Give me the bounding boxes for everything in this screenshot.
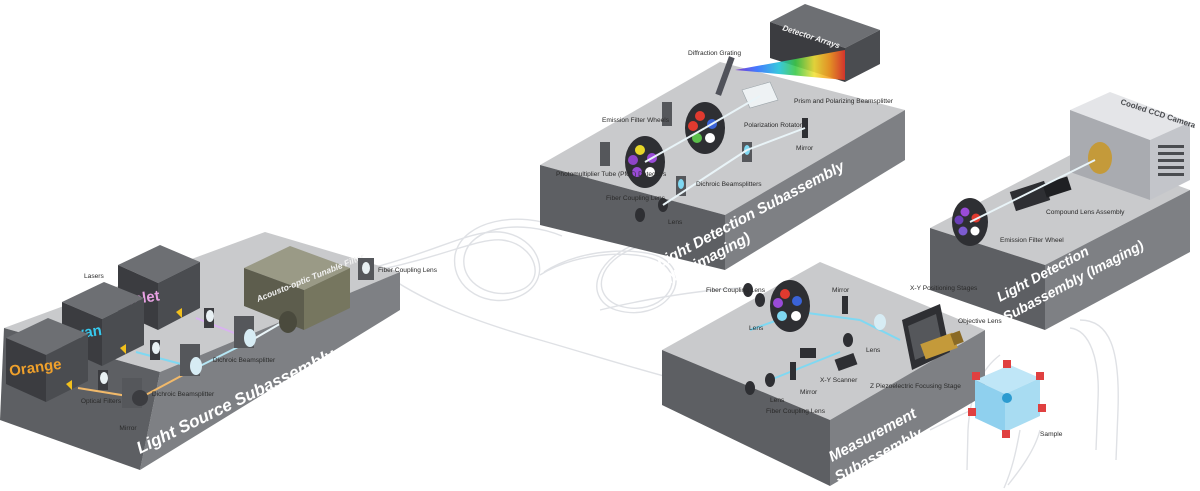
label-z-piezo: Z Piezoelectric Focusing Stage	[870, 383, 961, 390]
label-lens-1: Lens	[749, 325, 764, 332]
label-fiber-coupling-lens-top: Fiber Coupling Lens	[706, 287, 766, 294]
beam-imaging	[969, 159, 1096, 223]
label-lens-3: Lens	[770, 397, 785, 404]
platform-front	[140, 272, 400, 470]
sample-cube	[968, 360, 1046, 438]
platform-top	[662, 262, 985, 420]
platform-front	[830, 330, 985, 486]
mount-optical-filter-1	[98, 370, 108, 390]
label-dichroic-1: Dichroic Beamsplitter	[152, 391, 215, 398]
label-objective: Objective Lens	[958, 318, 1002, 325]
dichroic-mount-2	[234, 316, 256, 348]
objective-lens	[920, 330, 964, 360]
imaging-subassembly: Cooled CCD Camera Compound Lens Assembly…	[930, 92, 1197, 330]
mirror-mount	[122, 378, 148, 408]
label-mirror-2: Mirror	[800, 389, 818, 396]
pmt-detectors	[600, 102, 672, 166]
mount-optical-filter-2	[150, 340, 160, 360]
nonimaging-subassembly: Detector Arrays	[540, 4, 905, 290]
platform-side	[662, 350, 830, 486]
label-xy-positioning: X-Y Positioning Stages	[910, 285, 978, 292]
label-prism: Prism and Polarizing Beamsplitter	[794, 98, 894, 105]
filter-wheel-measurement	[770, 280, 810, 332]
light-source-subassembly: Violet Cyan Orange	[0, 232, 438, 470]
label-dichroic-2: Dichroic Beamsplitter	[213, 357, 276, 364]
laser-orange: Orange	[6, 318, 88, 402]
label-diffraction-grating: Diffraction Grating	[688, 50, 741, 57]
platform-side	[930, 228, 1045, 330]
label-lens-2: Lens	[866, 347, 881, 354]
fiber-coupling-lens-mount	[358, 258, 374, 280]
aotf-device: Acousto-optic Tunable Filter	[244, 246, 366, 333]
mount-optical-filter-3	[204, 308, 214, 328]
label-fiber-coupling-lens-bottom: Fiber Coupling Lens	[766, 408, 826, 415]
ccd-camera: Cooled CCD Camera	[1070, 92, 1197, 200]
label-polarization-rotator: Polarization Rotator	[744, 122, 803, 129]
platform-front	[725, 110, 905, 270]
label-optical-filters: Optical Filters	[81, 398, 122, 405]
platform-front	[1045, 190, 1190, 330]
fiber-lens-ni	[635, 208, 645, 222]
label-emission-filter-wheels: Emission Filter Wheels	[602, 117, 670, 124]
spectrum-fan	[735, 50, 845, 80]
mounts-measurement	[743, 283, 886, 395]
compound-lens	[1009, 176, 1072, 212]
label-mirror: Mirror	[119, 425, 137, 432]
label-fiber-coupling-lens-ni: Fiber Coupling Lens	[606, 195, 666, 202]
camera-vents	[1158, 145, 1184, 176]
label-compound-lens: Compound Lens Assembly	[1046, 209, 1125, 216]
label-xy-scanner: X-Y Scanner	[820, 377, 858, 384]
label-pmt: Photomultiplier Tube (PMT) Detectors	[556, 171, 667, 178]
label-emission-filter-wheel-imaging: Emission Filter Wheel	[1000, 237, 1064, 244]
label-sample: Sample	[1040, 431, 1063, 438]
label-lens-ni: Lens	[668, 219, 683, 226]
diffraction-grating	[715, 56, 735, 96]
label-dichroic-ni: Dichroic Beamsplitters	[696, 181, 762, 188]
dichroic-mount-1	[180, 344, 202, 376]
measurement-subassembly: Fiber Coupling Lens Lens Mirror X-Y Posi…	[662, 262, 1063, 486]
label-fiber-coupling-lens-source: Fiber Coupling Lens	[378, 267, 438, 274]
label-lasers: Lasers	[84, 273, 104, 280]
label-mirror-1: Mirror	[832, 287, 850, 294]
label-mirror-ni: Mirror	[796, 145, 814, 152]
platform-side	[540, 165, 725, 270]
beam-ni	[644, 95, 806, 206]
